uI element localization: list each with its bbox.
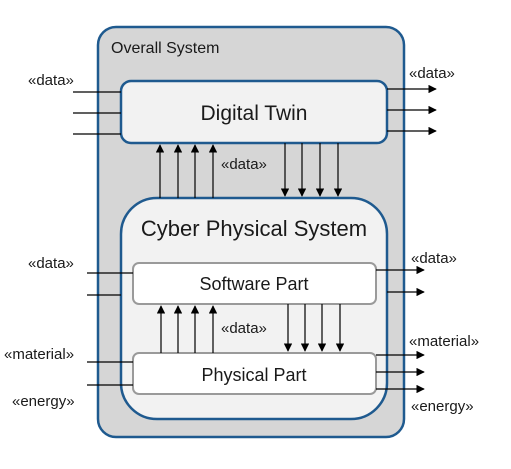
- sw-phys-data-label: «data»: [221, 320, 267, 337]
- cps-output-data-label: «data»: [411, 250, 457, 267]
- dt-cps-data-label: «data»: [221, 156, 267, 173]
- output-energy-label: «energy»: [411, 398, 474, 415]
- cyber-physical-system-title: Cyber Physical System: [141, 216, 367, 241]
- output-material-label: «material»: [409, 333, 479, 350]
- dt-input-data-label: «data»: [28, 72, 74, 89]
- input-energy-label: «energy»: [12, 393, 75, 410]
- digital-twin-title: Digital Twin: [201, 102, 308, 125]
- overall-system-title: Overall System: [111, 40, 219, 57]
- dt-output-data-label: «data»: [409, 65, 455, 82]
- software-part-box: [132, 262, 377, 305]
- software-part-title: Software Part: [199, 274, 308, 294]
- physical-part-box: [132, 352, 377, 395]
- cps-input-data-label: «data»: [28, 255, 74, 272]
- input-material-label: «material»: [4, 346, 74, 363]
- physical-part-title: Physical Part: [201, 365, 306, 385]
- digital-twin-box: [119, 79, 389, 145]
